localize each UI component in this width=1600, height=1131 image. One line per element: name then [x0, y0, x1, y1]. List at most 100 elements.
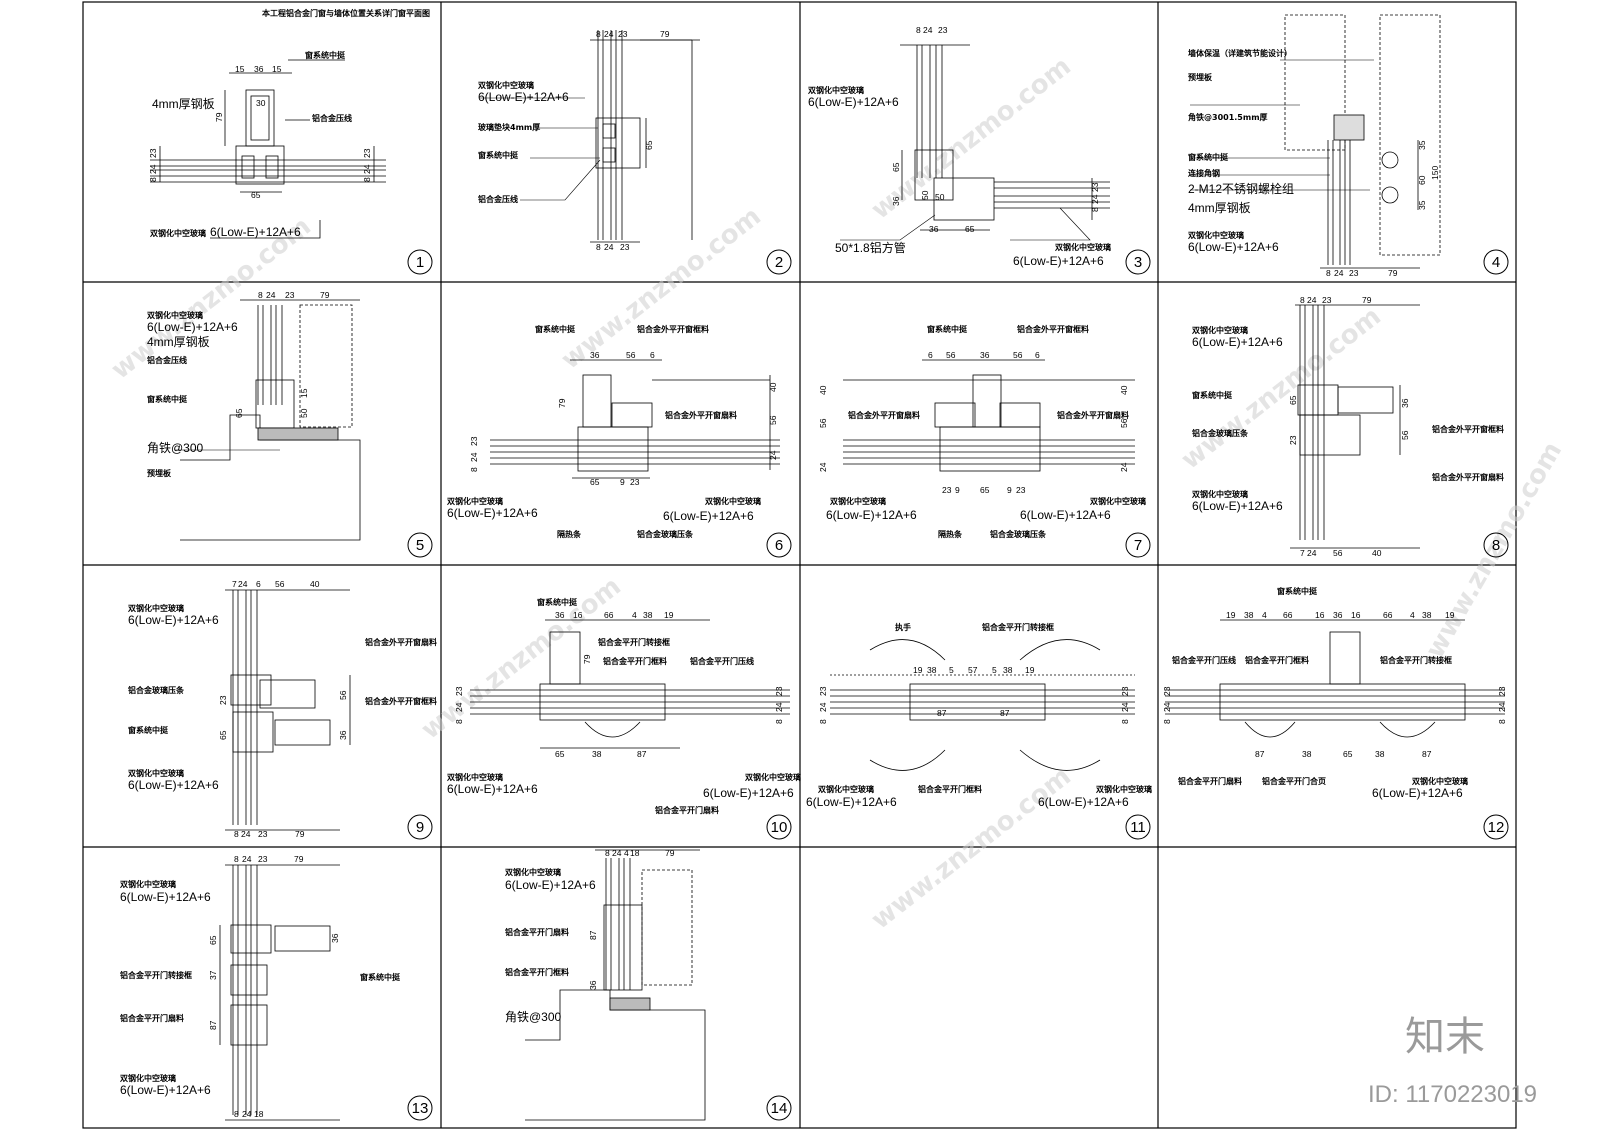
- svg-text:5: 5: [949, 665, 954, 675]
- svg-text:23: 23: [618, 29, 628, 39]
- svg-text:8: 8: [1300, 295, 1305, 305]
- detail-number-7: 7: [1125, 532, 1151, 558]
- detail-1-text: 15 36 15 30 79 65 8 24 23 8 24 23 4mm厚钢板…: [148, 50, 372, 239]
- svg-text:79: 79: [1362, 295, 1372, 305]
- svg-text:60: 60: [1417, 175, 1427, 185]
- detail-number-11: 11: [1125, 814, 1151, 840]
- svg-text:23: 23: [630, 477, 640, 487]
- svg-text:24: 24: [242, 854, 252, 864]
- svg-text:56: 56: [818, 418, 828, 428]
- label-sash-outer: 铝合金外平开窗扇料: [1057, 410, 1129, 420]
- svg-text:8: 8: [148, 177, 158, 182]
- detail-number-14: 14: [766, 1095, 792, 1121]
- detail-11-text: 执手 铝合金平开门转接框 19 38 5 57 5 38 19 87 87 8 …: [806, 622, 1152, 809]
- svg-text:40: 40: [1119, 385, 1129, 395]
- label-mullion: 窗系统中挺: [927, 324, 968, 334]
- svg-text:38: 38: [643, 610, 653, 620]
- svg-text:23: 23: [818, 686, 828, 696]
- svg-text:19: 19: [664, 610, 674, 620]
- svg-text:24: 24: [1497, 702, 1507, 712]
- detail-8-text: 8 24 23 79 双钢化中空玻璃 6(Low-E)+12A+6 窗系统中挺 …: [1192, 295, 1504, 558]
- svg-text:50: 50: [920, 190, 930, 200]
- svg-text:14: 14: [771, 1100, 788, 1117]
- svg-text:87: 87: [1255, 749, 1265, 759]
- svg-text:5: 5: [992, 665, 997, 675]
- svg-text:50: 50: [299, 408, 309, 418]
- label-mullion: 窗系统中挺: [1188, 152, 1229, 162]
- svg-text:36: 36: [330, 933, 340, 943]
- svg-text:65: 65: [1288, 395, 1298, 405]
- detail-1: [150, 59, 386, 239]
- label-glass: 双钢化中空玻璃: [1412, 776, 1468, 786]
- svg-text:36: 36: [929, 224, 939, 234]
- label-door-conn: 铝合金平开门转接框: [982, 622, 1054, 632]
- svg-text:4: 4: [624, 848, 629, 858]
- label-thermal: 隔热条: [557, 529, 582, 539]
- detail-12-text: 窗系统中挺 19 38 4 66 16 36 16 66 4 38 19 铝合金…: [1162, 586, 1507, 800]
- svg-text:56: 56: [1400, 430, 1410, 440]
- detail-number-9: 9: [407, 814, 433, 840]
- svg-text:24: 24: [923, 25, 933, 35]
- svg-text:8: 8: [916, 25, 921, 35]
- label-door-conn: 铝合金平开门转接框: [1380, 655, 1452, 665]
- svg-text:65: 65: [1343, 749, 1353, 759]
- svg-text:7: 7: [1300, 548, 1305, 558]
- svg-text:23: 23: [942, 485, 952, 495]
- label-glass-bead: 铝合金玻璃压条: [990, 529, 1047, 539]
- svg-text:36: 36: [980, 350, 990, 360]
- label-glass: 双钢化中空玻璃: [505, 867, 561, 877]
- svg-text:24: 24: [469, 452, 479, 462]
- svg-text:65: 65: [555, 749, 565, 759]
- label-glass-spec: 6(Low-E)+12A+6: [128, 778, 219, 792]
- svg-text:24: 24: [604, 242, 614, 252]
- svg-text:23: 23: [1497, 686, 1507, 696]
- svg-text:23: 23: [1016, 485, 1026, 495]
- label-mullion: 窗系统中挺: [535, 324, 576, 334]
- label-mullion: 窗系统中挺: [305, 50, 346, 60]
- svg-text:24: 24: [454, 702, 464, 712]
- svg-text:7: 7: [232, 579, 237, 589]
- svg-text:38: 38: [1003, 665, 1013, 675]
- svg-text:36: 36: [588, 980, 598, 990]
- svg-text:24: 24: [604, 29, 614, 39]
- svg-text:23: 23: [620, 242, 630, 252]
- svg-text:9: 9: [416, 819, 424, 836]
- label-precast: 预埋板: [1188, 72, 1213, 82]
- svg-text:66: 66: [1283, 610, 1293, 620]
- label-sash-outer: 铝合金外平开窗扇料: [665, 410, 737, 420]
- svg-text:19: 19: [1025, 665, 1035, 675]
- svg-text:6: 6: [1035, 350, 1040, 360]
- svg-text:24: 24: [148, 164, 158, 174]
- label-glass-spec: 6(Low-E)+12A+6: [210, 225, 301, 239]
- svg-text:6: 6: [928, 350, 933, 360]
- brand-watermark: 知末 ID: 1170223019: [1368, 1014, 1537, 1108]
- detail-number-8: 8: [1483, 532, 1509, 558]
- detail-8: [1290, 304, 1420, 549]
- svg-text:10: 10: [771, 819, 788, 836]
- label-glass: 双钢化中空玻璃: [1055, 242, 1111, 252]
- svg-text:23: 23: [258, 854, 268, 864]
- svg-text:23: 23: [258, 829, 268, 839]
- detail-5-text: 8 24 23 79 双钢化中空玻璃 6(Low-E)+12A+6 4mm厚钢板…: [147, 290, 330, 478]
- label-pad: 玻璃垫块4mm厚: [478, 122, 540, 132]
- label-angle300: 角铁@300: [147, 441, 204, 455]
- svg-text:24: 24: [238, 579, 248, 589]
- label-door-frame: 铝合金平开门框料: [505, 967, 569, 977]
- svg-text:9: 9: [955, 485, 960, 495]
- svg-text:56: 56: [1333, 548, 1343, 558]
- svg-text:8: 8: [1090, 207, 1100, 212]
- sheet-title: 本工程铝合金门窗与墙体位置关系详门窗平面图: [261, 8, 430, 18]
- detail-number-3: 3: [1125, 249, 1151, 275]
- svg-text:87: 87: [637, 749, 647, 759]
- label-glass: 双钢化中空玻璃: [745, 772, 801, 782]
- detail-11: [830, 639, 1135, 771]
- detail-2-text: 8 24 23 79 65 8 24 23 双钢化中空玻璃 6(Low-E)+1…: [478, 29, 670, 252]
- svg-text:38: 38: [1244, 610, 1254, 620]
- svg-text:65: 65: [644, 140, 654, 150]
- detail-13: [219, 864, 340, 1121]
- label-door-sash: 铝合金平开门扇料: [505, 927, 569, 937]
- label-bolt: 2-M12不锈钢螺栓组: [1188, 181, 1294, 196]
- svg-text:12: 12: [1488, 819, 1505, 836]
- label-mullion: 窗系统中挺: [128, 725, 169, 735]
- detail-number-group: 1 2 3 4 5 6 7 8 9 10 11 12 13 14: [407, 249, 1509, 1121]
